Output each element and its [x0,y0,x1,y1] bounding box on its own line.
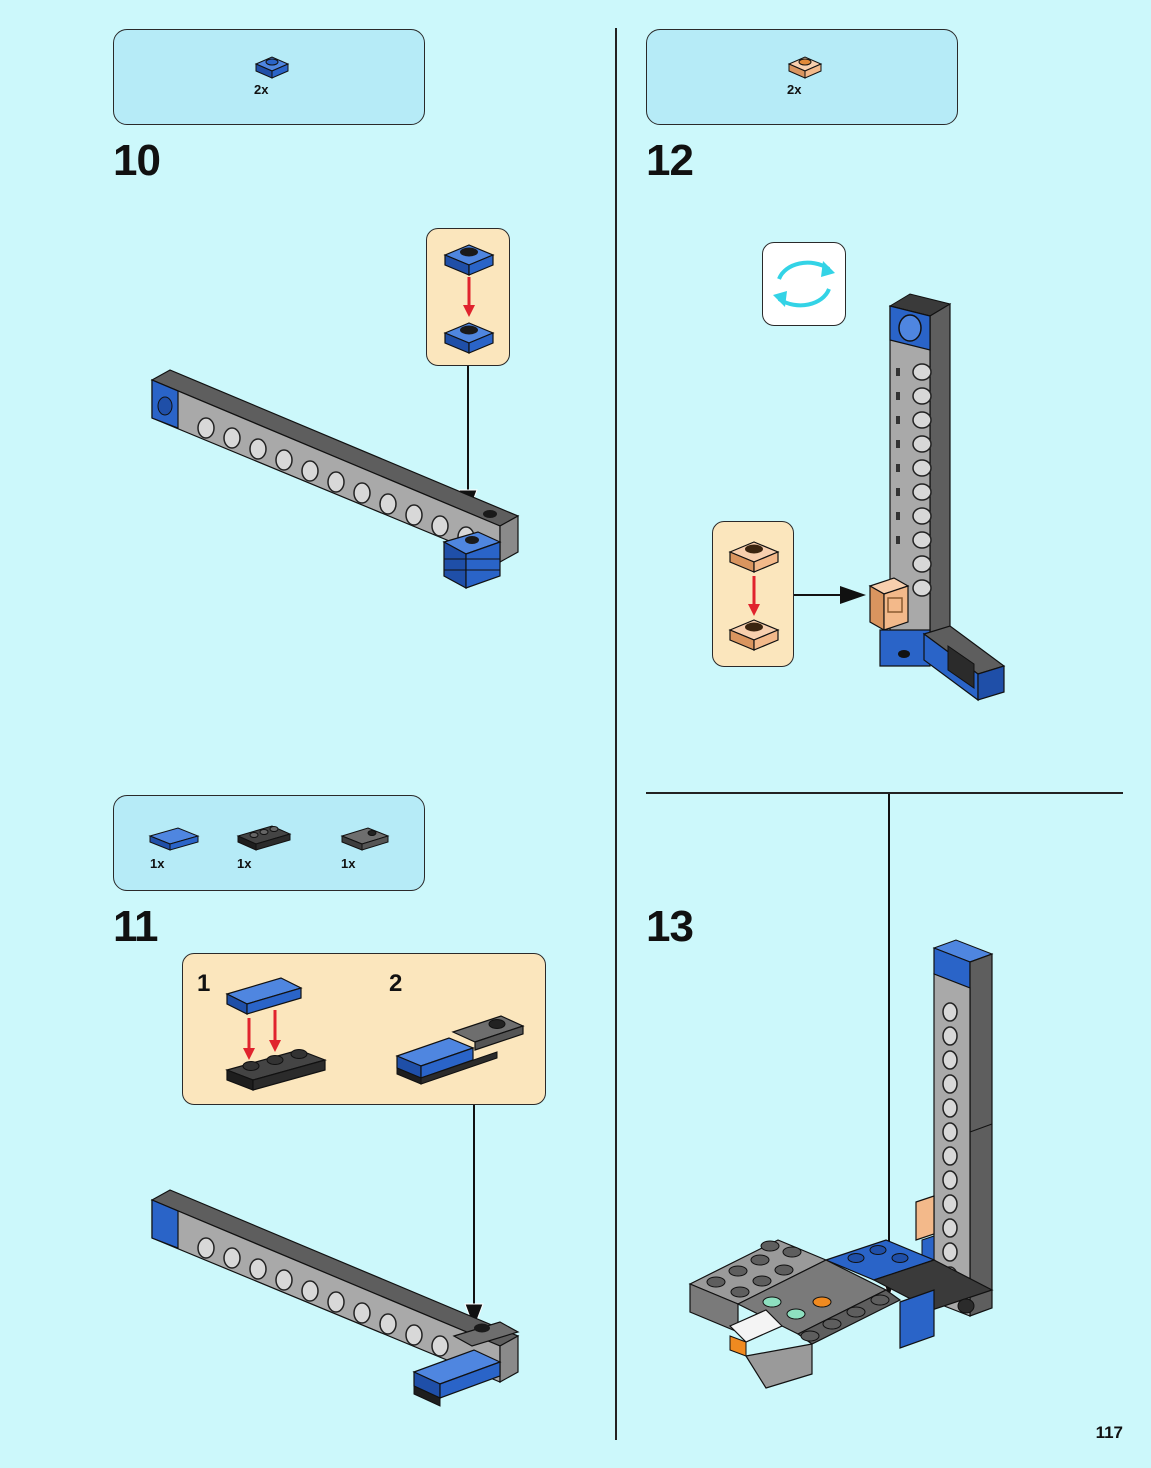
step-11-callout: 1 2 [182,953,546,1105]
step-10-callout [426,228,510,366]
step-12-pointer-arrowhead [840,586,866,604]
part-qty: 1x [150,856,165,871]
horizontal-divider [646,792,1123,794]
blue-plate-1x1-icon [254,56,290,79]
vertical-divider [615,28,617,1440]
step-number-12: 12 [646,136,694,185]
red-arrow-icon [463,277,475,317]
blue-tile-1x2-icon [148,827,200,851]
blue-plate-1x1-icon [443,244,495,276]
page-number: 117 [1095,1423,1123,1442]
rotate-model-icon [762,242,846,326]
part-qty: 1x [237,856,252,871]
step-11-parts-box: 1x 1x 1x [113,795,425,891]
substep-number-1: 1 [197,970,211,997]
substep-2-assembly [395,1015,525,1085]
dark-gray-plate-1x2-icon [340,827,390,851]
tan-plate-1x1-icon [728,619,780,651]
step-number-13: 13 [646,902,694,951]
tan-plate-1x1-icon [728,541,780,573]
black-plate-1x3-icon [236,825,292,851]
step-12-pointer-line [794,594,846,596]
substep-number-2: 2 [389,970,403,997]
blue-plate-1x1-icon [443,322,495,354]
part-qty: 2x [787,82,802,97]
step-13-pointer-line [888,794,890,1278]
step-11-model [150,1189,520,1407]
step-12-model [868,293,1006,702]
step-number-11: 11 [113,902,159,951]
rotate-arrows-icon [773,260,835,308]
step-10-parts-box: 2x [113,29,425,125]
tan-plate-1x1-icon [787,56,823,79]
red-arrow-icon [748,576,760,616]
step-number-10: 10 [113,136,161,185]
substep-1-assembly [225,977,327,1091]
step-12-parts-box: 2x [646,29,958,125]
part-qty: 1x [341,856,356,871]
step-10-model [150,369,520,590]
step-13-model [688,939,994,1389]
step-12-callout [712,521,794,667]
part-qty: 2x [254,82,269,97]
step-10-pointer-line [467,366,469,496]
step-11-pointer-line [473,1105,475,1310]
